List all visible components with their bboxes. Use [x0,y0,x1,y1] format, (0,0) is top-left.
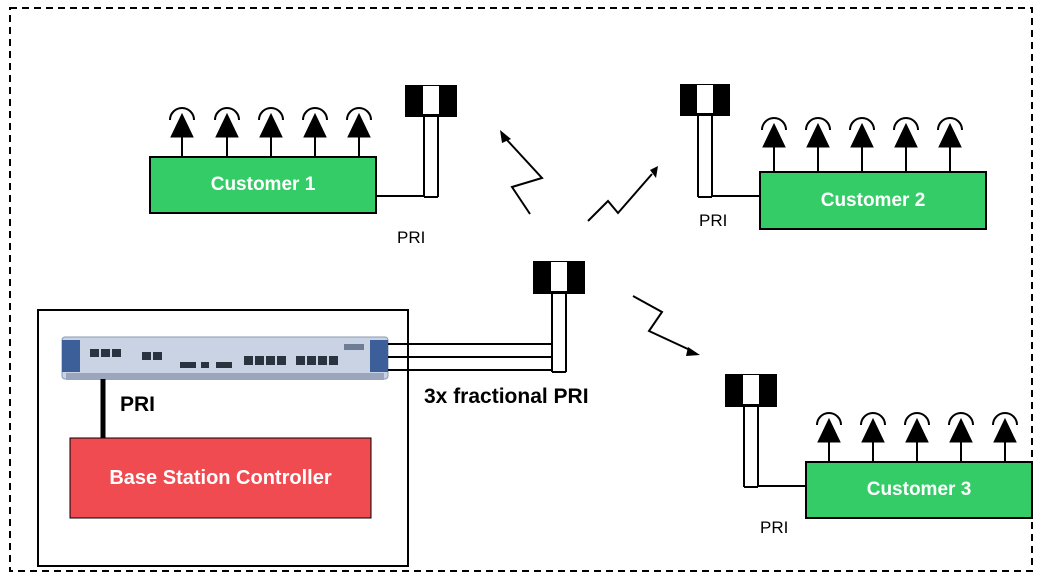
customer-3-label: Customer 3 [866,479,972,500]
antenna-icon [849,117,875,172]
antenna-icon [937,117,963,172]
radio-link-3-icon [632,295,700,356]
tower-icon [405,85,457,198]
customer-2-pri-label: PRI [699,211,728,230]
tower-icon [533,261,585,373]
trunk-lines [388,343,552,371]
antenna-icon [169,107,195,158]
antenna-icon [948,412,974,462]
base-station-enclosure [37,309,409,567]
customer-2-label: Customer 2 [820,189,926,211]
customer-3-box [805,461,1033,519]
antenna-icon [258,107,284,158]
customer-3-pri-label: PRI [760,518,789,537]
antenna-icon [860,412,886,462]
customer-1-box [149,156,377,214]
antenna-icon [346,107,372,158]
customer-2-box [759,171,987,230]
tower-icon [680,84,730,198]
controller-box [69,437,372,519]
antenna-icon [904,412,930,462]
antenna-icon [816,412,842,462]
customer-2-antennas [761,117,963,172]
controller-link-label: PRI [120,393,156,416]
customer-1-label: Customer 1 [210,174,316,195]
radio-link-1-icon [500,130,544,215]
antenna-icon [302,107,328,158]
customer-1-pri-label: PRI [397,228,426,247]
rack-device-icon [61,336,389,380]
tower-icon [725,374,777,488]
antenna-icon [992,412,1018,462]
customer-1-antennas [169,107,372,158]
antenna-icon [214,107,240,158]
antenna-icon [805,117,831,172]
radio-link-2-icon [587,166,658,222]
trunk-label: 3x fractional PRI [424,385,589,408]
controller-label: Base Station Controller [109,466,332,489]
customer-1-group [149,85,457,214]
customer-3-group [725,374,1033,519]
customer-3-antennas [816,412,1018,462]
antenna-icon [893,117,919,172]
customer-2-group [680,84,987,230]
dashed-border [9,7,1033,572]
antenna-icon [761,117,787,172]
